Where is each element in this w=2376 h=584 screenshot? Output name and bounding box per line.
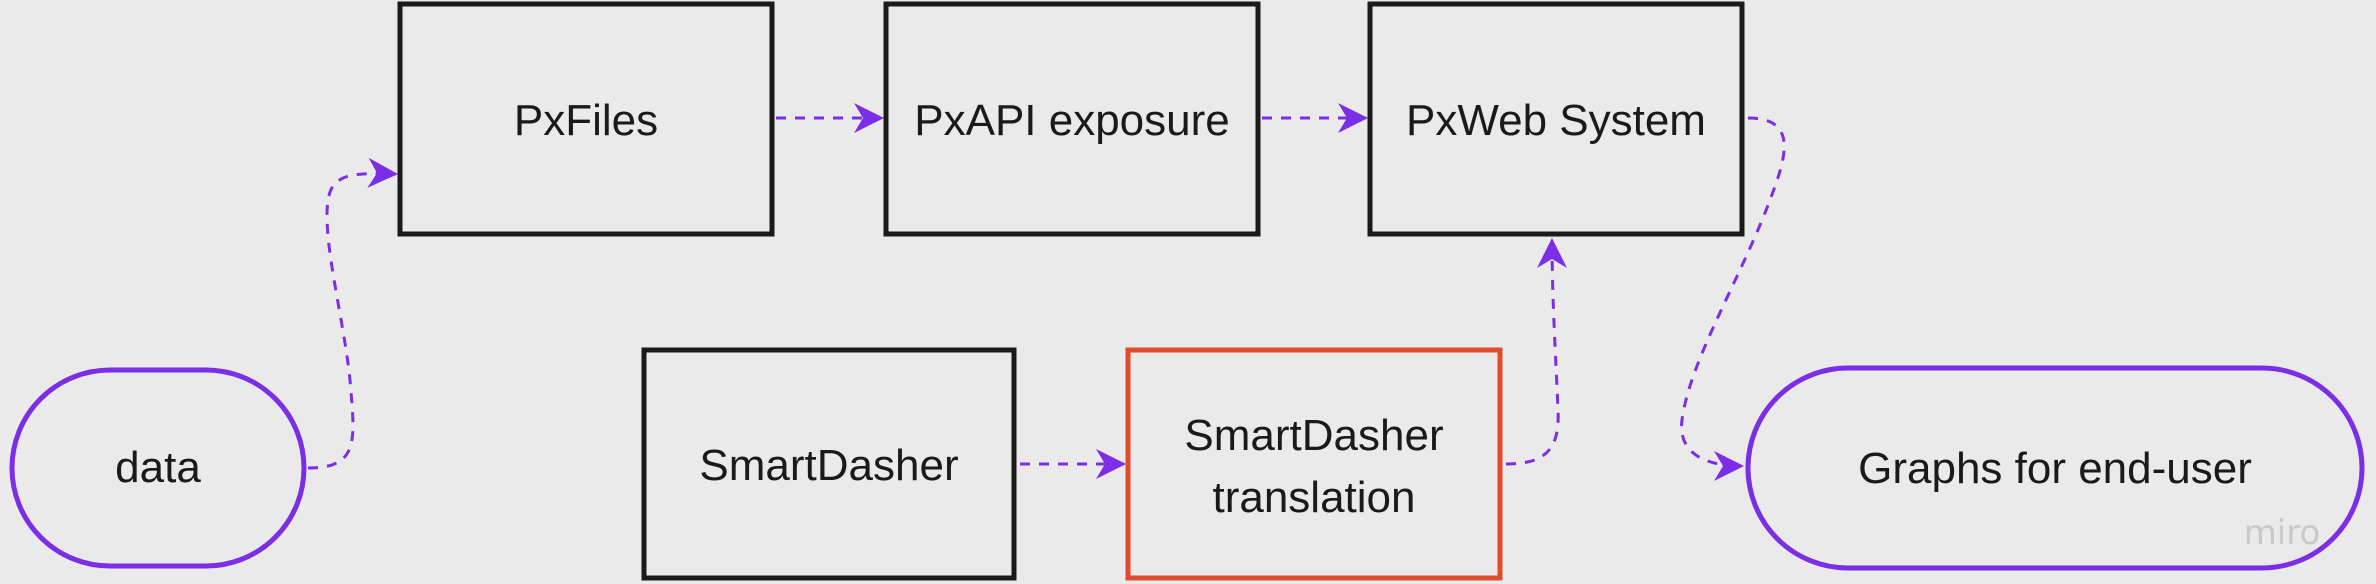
node-graphs: Graphs for end-user xyxy=(1745,365,2365,571)
node-data-label: data xyxy=(115,443,201,492)
edge-pxweb-to-graphs xyxy=(1680,116,1786,481)
edge-data-to-pxfiles xyxy=(307,157,398,470)
node-pxapi-label: PxAPI exposure xyxy=(914,96,1230,145)
node-smartdasher-translation: SmartDasher translation xyxy=(1125,347,1503,581)
edge-translation-to-pxweb xyxy=(1505,238,1568,466)
node-translation-label-line1: SmartDasher xyxy=(1184,411,1443,460)
node-pxfiles-label: PxFiles xyxy=(514,96,658,145)
node-smartdasher: SmartDasher xyxy=(641,347,1017,581)
node-pxapi: PxAPI exposure xyxy=(883,1,1261,237)
node-pxweb-label: PxWeb System xyxy=(1406,96,1706,145)
node-pxweb: PxWeb System xyxy=(1367,1,1745,237)
node-translation-label-line2: translation xyxy=(1212,473,1415,522)
node-data: data xyxy=(9,367,307,569)
node-pxfiles: PxFiles xyxy=(397,1,775,237)
node-graphs-label: Graphs for end-user xyxy=(1858,444,2252,493)
node-smartdasher-label: SmartDasher xyxy=(699,441,958,490)
miro-watermark: miro xyxy=(2244,513,2321,553)
